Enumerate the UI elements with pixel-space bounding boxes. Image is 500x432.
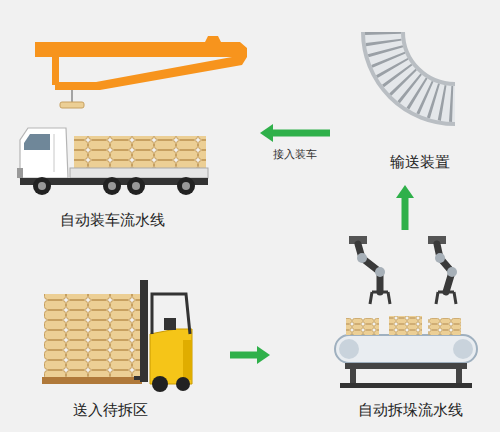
conveyor-station: 输送装置	[330, 25, 490, 185]
roller-conveyor-part	[383, 32, 455, 104]
depalletizing-line	[335, 236, 477, 388]
flow-arrow	[402, 198, 409, 230]
forklift-part	[44, 294, 140, 377]
roller-conveyor-part	[363, 32, 455, 124]
roller-conveyor-part	[403, 32, 455, 84]
forklift-part	[150, 329, 192, 384]
forklift-part	[152, 294, 190, 334]
depalletizing-station: 自动拆垛流水线	[270, 230, 490, 425]
truck	[17, 128, 208, 195]
truck-part	[74, 136, 206, 168]
station-label: 自动装车流水线	[60, 210, 165, 230]
depalletizing-line-part	[339, 339, 359, 359]
depalletizing-line-part	[346, 318, 379, 335]
forklift-part	[183, 340, 192, 380]
forklift-part	[140, 280, 148, 382]
depalletizing-line-part	[340, 383, 472, 388]
station-label: 送入待拆区	[73, 400, 148, 420]
depalletizing-line-part	[357, 253, 367, 263]
forklift-part	[152, 376, 168, 392]
station-label: 自动拆垛流水线	[358, 400, 463, 420]
loading-gantry-part	[60, 102, 84, 108]
depalletizing-line-part	[456, 369, 462, 384]
depalletizing-line-part	[389, 316, 422, 335]
truck-part	[54, 134, 55, 172]
depalletizing-line-part	[375, 267, 385, 277]
depalletizing-line-part	[345, 363, 467, 369]
depalletizing-line-part	[358, 244, 380, 292]
loading-gantry	[35, 36, 247, 108]
loading-gantry-part	[55, 57, 247, 90]
truck-part	[20, 128, 68, 178]
forklift-part	[134, 376, 148, 380]
depalletizing-line-part	[350, 369, 356, 384]
forklift-part	[164, 318, 176, 330]
loading-station: 自动装车流水线	[10, 25, 260, 235]
depalletizing-line-part	[436, 292, 456, 304]
flow-arrow	[273, 130, 330, 137]
truck-part	[127, 177, 145, 195]
truck-part	[103, 177, 121, 195]
flow-arrow	[230, 352, 257, 359]
depalletizing-line-part	[453, 339, 473, 359]
truck-part	[70, 168, 208, 178]
truck-part	[38, 182, 46, 190]
station-label: 输送装置	[390, 152, 450, 172]
depalletizing-line-part	[335, 335, 477, 363]
truck-part	[24, 134, 50, 150]
forklift	[42, 280, 192, 392]
truck-part	[33, 177, 51, 195]
loading-gantry-part	[35, 36, 247, 57]
truck-part	[17, 168, 23, 178]
depalletizing-line-part	[447, 267, 457, 277]
depalletizing-line-part	[370, 292, 390, 304]
truck-part	[182, 182, 190, 190]
truck-part	[177, 177, 195, 195]
truck-part	[108, 182, 116, 190]
loading-gantry-part	[52, 57, 59, 85]
forklift-part	[42, 377, 142, 384]
loading-gantry-part	[71, 90, 73, 102]
forklift-part	[176, 377, 190, 391]
truck-part	[132, 182, 140, 190]
roller-conveyor-part	[363, 32, 455, 124]
flow-label: 接入装车	[271, 148, 319, 162]
roller-conveyor	[363, 32, 455, 124]
staging-station: 送入待拆区	[15, 280, 230, 425]
depalletizing-line-part	[428, 318, 461, 335]
depalletizing-line-part	[435, 253, 445, 263]
